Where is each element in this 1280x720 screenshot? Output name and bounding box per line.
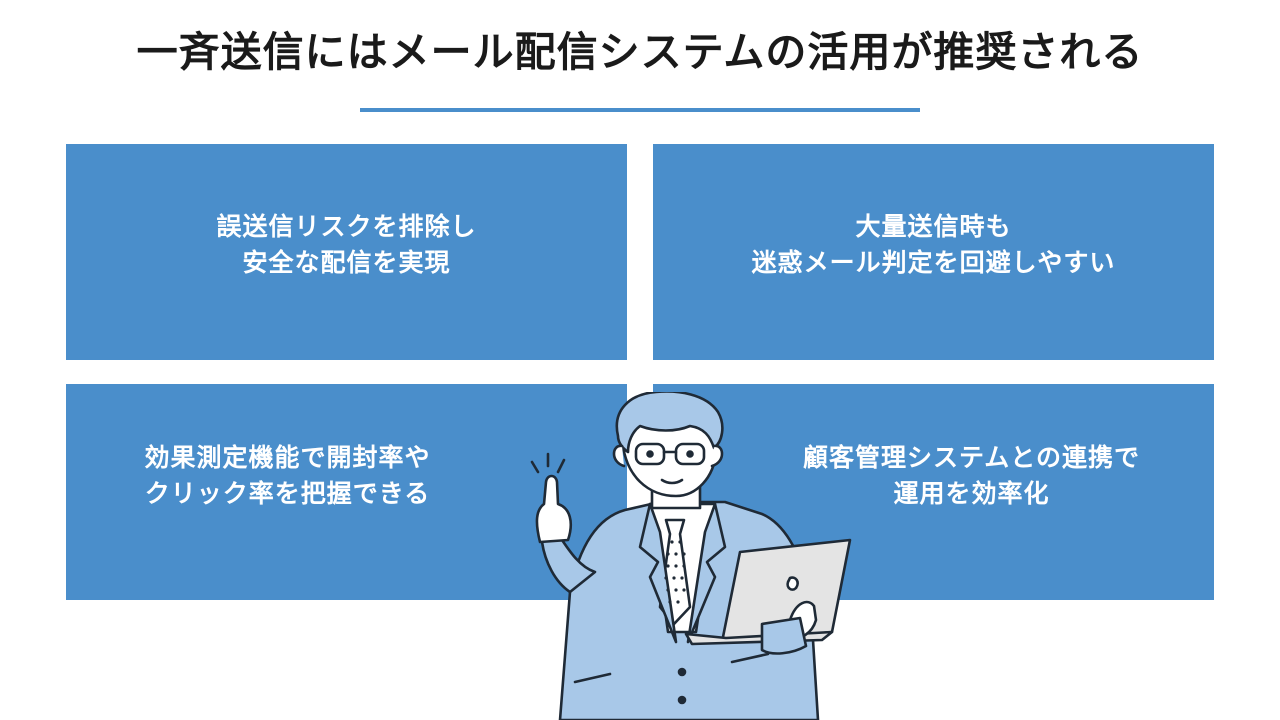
card-line: クリック率を把握できる [144, 479, 431, 508]
page-title: 一斉送信にはメール配信システムの活用が推奨される [136, 28, 1144, 76]
card-line: 大量送信時も [855, 212, 1012, 241]
benefit-card-safety: 誤送信リスクを排除し 安全な配信を実現 [66, 144, 627, 360]
card-line: 誤送信リスクを排除し [216, 212, 477, 241]
title-underline [360, 108, 920, 112]
card-line: 運用を効率化 [893, 479, 1050, 508]
card-line: 迷惑メール判定を回避しやすい [751, 248, 1116, 277]
benefit-card-analytics: 効果測定機能で開封率や クリック率を把握できる [66, 384, 627, 600]
benefit-card-deliverability: 大量送信時も 迷惑メール判定を回避しやすい [653, 144, 1214, 360]
card-line: 安全な配信を実現 [242, 248, 451, 277]
card-line: 顧客管理システムとの連携で [802, 443, 1140, 472]
businessman-illustration [530, 392, 852, 720]
card-line: 効果測定機能で開封率や [144, 443, 431, 472]
